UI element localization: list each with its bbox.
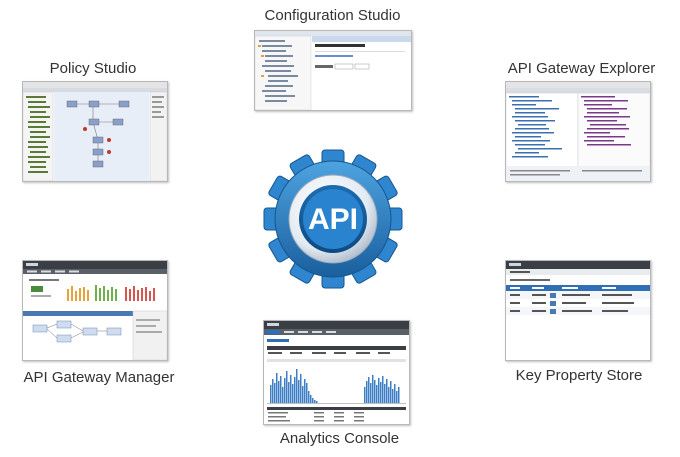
policy-studio-screenshot[interactable] xyxy=(22,81,168,182)
analytics-console-label: Analytics Console xyxy=(262,430,417,447)
api-gateway-manager-label: API Gateway Manager xyxy=(10,369,188,386)
analytics-console-screenshot[interactable] xyxy=(263,320,410,425)
configuration-studio-label: Configuration Studio xyxy=(250,7,415,24)
api-gateway-explorer-screenshot[interactable] xyxy=(505,81,651,182)
key-property-store-label: Key Property Store xyxy=(500,367,658,384)
api-logo-text: API xyxy=(308,203,358,236)
api-gear-logo: API xyxy=(258,144,408,299)
configuration-studio-screenshot[interactable] xyxy=(254,30,412,111)
gear-icon: API xyxy=(258,144,408,294)
policy-studio-label: Policy Studio xyxy=(33,60,153,77)
api-gateway-manager-screenshot[interactable] xyxy=(22,260,168,361)
key-property-store-screenshot[interactable] xyxy=(505,260,651,361)
api-gateway-explorer-label: API Gateway Explorer xyxy=(494,60,669,77)
